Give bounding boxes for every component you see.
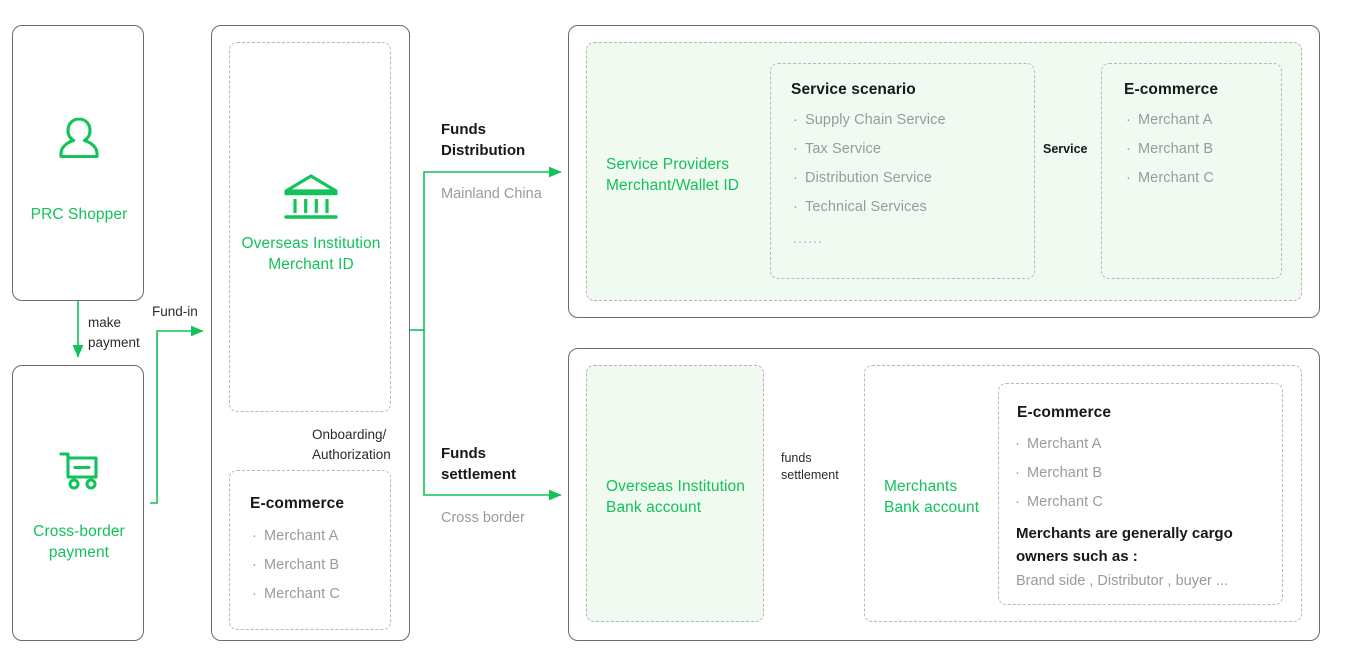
bottom-ecommerce-merchants: Merchant A Merchant B Merchant C [1015,430,1103,517]
middle-ecommerce-box[interactable]: E-commerce Merchant A Merchant B Merchan… [229,470,391,630]
merchants-bank-line2: Bank account [884,499,980,516]
edge-onboarding-authorization: Onboarding/ Authorization [312,425,422,465]
prc-shopper-card[interactable]: PRC Shopper [12,25,144,301]
funds-settlement-line1: Funds [441,445,486,462]
middle-ecommerce-merchants: Merchant A Merchant B Merchant C [252,522,340,609]
cross-border-payment-label: Cross-border payment [13,521,145,563]
service-providers-line2: Merchant/Wallet ID [606,177,740,194]
bank-icon [282,171,340,223]
list-item: Merchant C [252,580,340,609]
shopping-cart-icon [56,446,104,494]
settlement-inner-line2: settlement [781,468,839,482]
overseas-bank-line1: Overseas Institution [606,478,745,495]
edge-funds-settlement-inner-label: funds settlement [781,450,861,484]
funds-distribution-line1: Funds [441,121,486,138]
cross-border-line2: payment [48,544,110,561]
bottom-note-line2: owners such as : [1016,548,1138,565]
list-item: Tax Service [793,135,946,164]
edge-funds-distribution-title: Funds Distribution [441,119,551,161]
list-item: Merchant B [252,551,340,580]
bottom-ecommerce-title: E-commerce [1017,404,1112,421]
top-ecommerce-box[interactable]: E-commerce Merchant A Merchant B Merchan… [1101,63,1282,279]
overseas-bank-account-label: Overseas Institution Bank account [606,476,766,518]
list-item: Merchant B [1015,459,1103,488]
list-item: Distribution Service [793,164,946,193]
cross-border-line1: Cross-border [33,523,125,540]
merchants-bank-account-label: Merchants Bank account [884,476,1024,518]
service-scenario-items: Supply Chain Service Tax Service Distrib… [793,106,946,222]
overseas-institution-line2: Merchant ID [268,256,354,273]
middle-ecommerce-title: E-commerce [250,495,345,512]
bottom-ecommerce-box[interactable]: E-commerce Merchant A Merchant B Merchan… [998,383,1283,605]
bottom-ecommerce-note-grey: Brand side , Distributor , buyer ... [1016,573,1228,589]
merchants-bank-line1: Merchants [884,478,958,495]
service-providers-label: Service Providers Merchant/Wallet ID [606,154,796,196]
list-item: Technical Services [793,193,946,222]
bottom-ecommerce-note: Merchants are generally cargo owners suc… [1016,522,1276,568]
list-item: Merchant B [1126,135,1214,164]
overseas-institution-label: Overseas Institution Merchant ID [230,233,392,275]
bottom-note-line1: Merchants are generally cargo [1016,525,1233,542]
list-item: Supply Chain Service [793,106,946,135]
funds-settlement-line2: settlement [441,466,517,483]
connector-fund-in [150,325,204,504]
edge-fund-in: Fund-in [152,304,198,319]
merchants-bank-region[interactable]: Merchants Bank account [864,365,1302,622]
service-scenario-ellipsis: ...... [793,231,824,247]
settlement-inner-line1: funds [781,451,812,465]
edge-funds-distribution-subtitle: Mainland China [441,186,542,202]
edge-make-payment-line2: payment [88,335,140,350]
service-scenario-box[interactable]: Service scenario Supply Chain Service Ta… [770,63,1035,279]
overseas-bank-line2: Bank account [606,499,702,516]
overseas-bank-account-box[interactable]: Overseas Institution Bank account [586,365,764,622]
funds-distribution-line2: Distribution [441,142,526,159]
service-providers-line1: Service Providers [606,156,730,173]
edge-funds-settlement-subtitle: Cross border [441,510,525,526]
person-icon [56,114,102,162]
edge-onboarding-line1: Onboarding/ [312,427,387,442]
top-ecommerce-title: E-commerce [1124,81,1219,98]
edge-funds-settlement-title: Funds settlement [441,443,551,485]
service-scenario-title: Service scenario [791,81,916,98]
edge-make-payment: make payment [88,313,158,353]
list-item: Merchant C [1015,488,1103,517]
list-item: Merchant A [252,522,340,551]
prc-shopper-label: PRC Shopper [30,206,128,223]
cross-border-payment-card[interactable]: Cross-border payment [12,365,144,641]
edge-make-payment-line1: make [88,315,122,330]
overseas-institution-merchant-id-box[interactable]: Overseas Institution Merchant ID [229,42,391,412]
list-item: Merchant A [1015,430,1103,459]
list-item: Merchant A [1126,106,1214,135]
edge-service-label: Service [1043,142,1088,156]
top-ecommerce-merchants: Merchant A Merchant B Merchant C [1126,106,1214,193]
list-item: Merchant C [1126,164,1214,193]
overseas-institution-line1: Overseas Institution [241,235,381,252]
edge-onboarding-line2: Authorization [312,447,391,462]
